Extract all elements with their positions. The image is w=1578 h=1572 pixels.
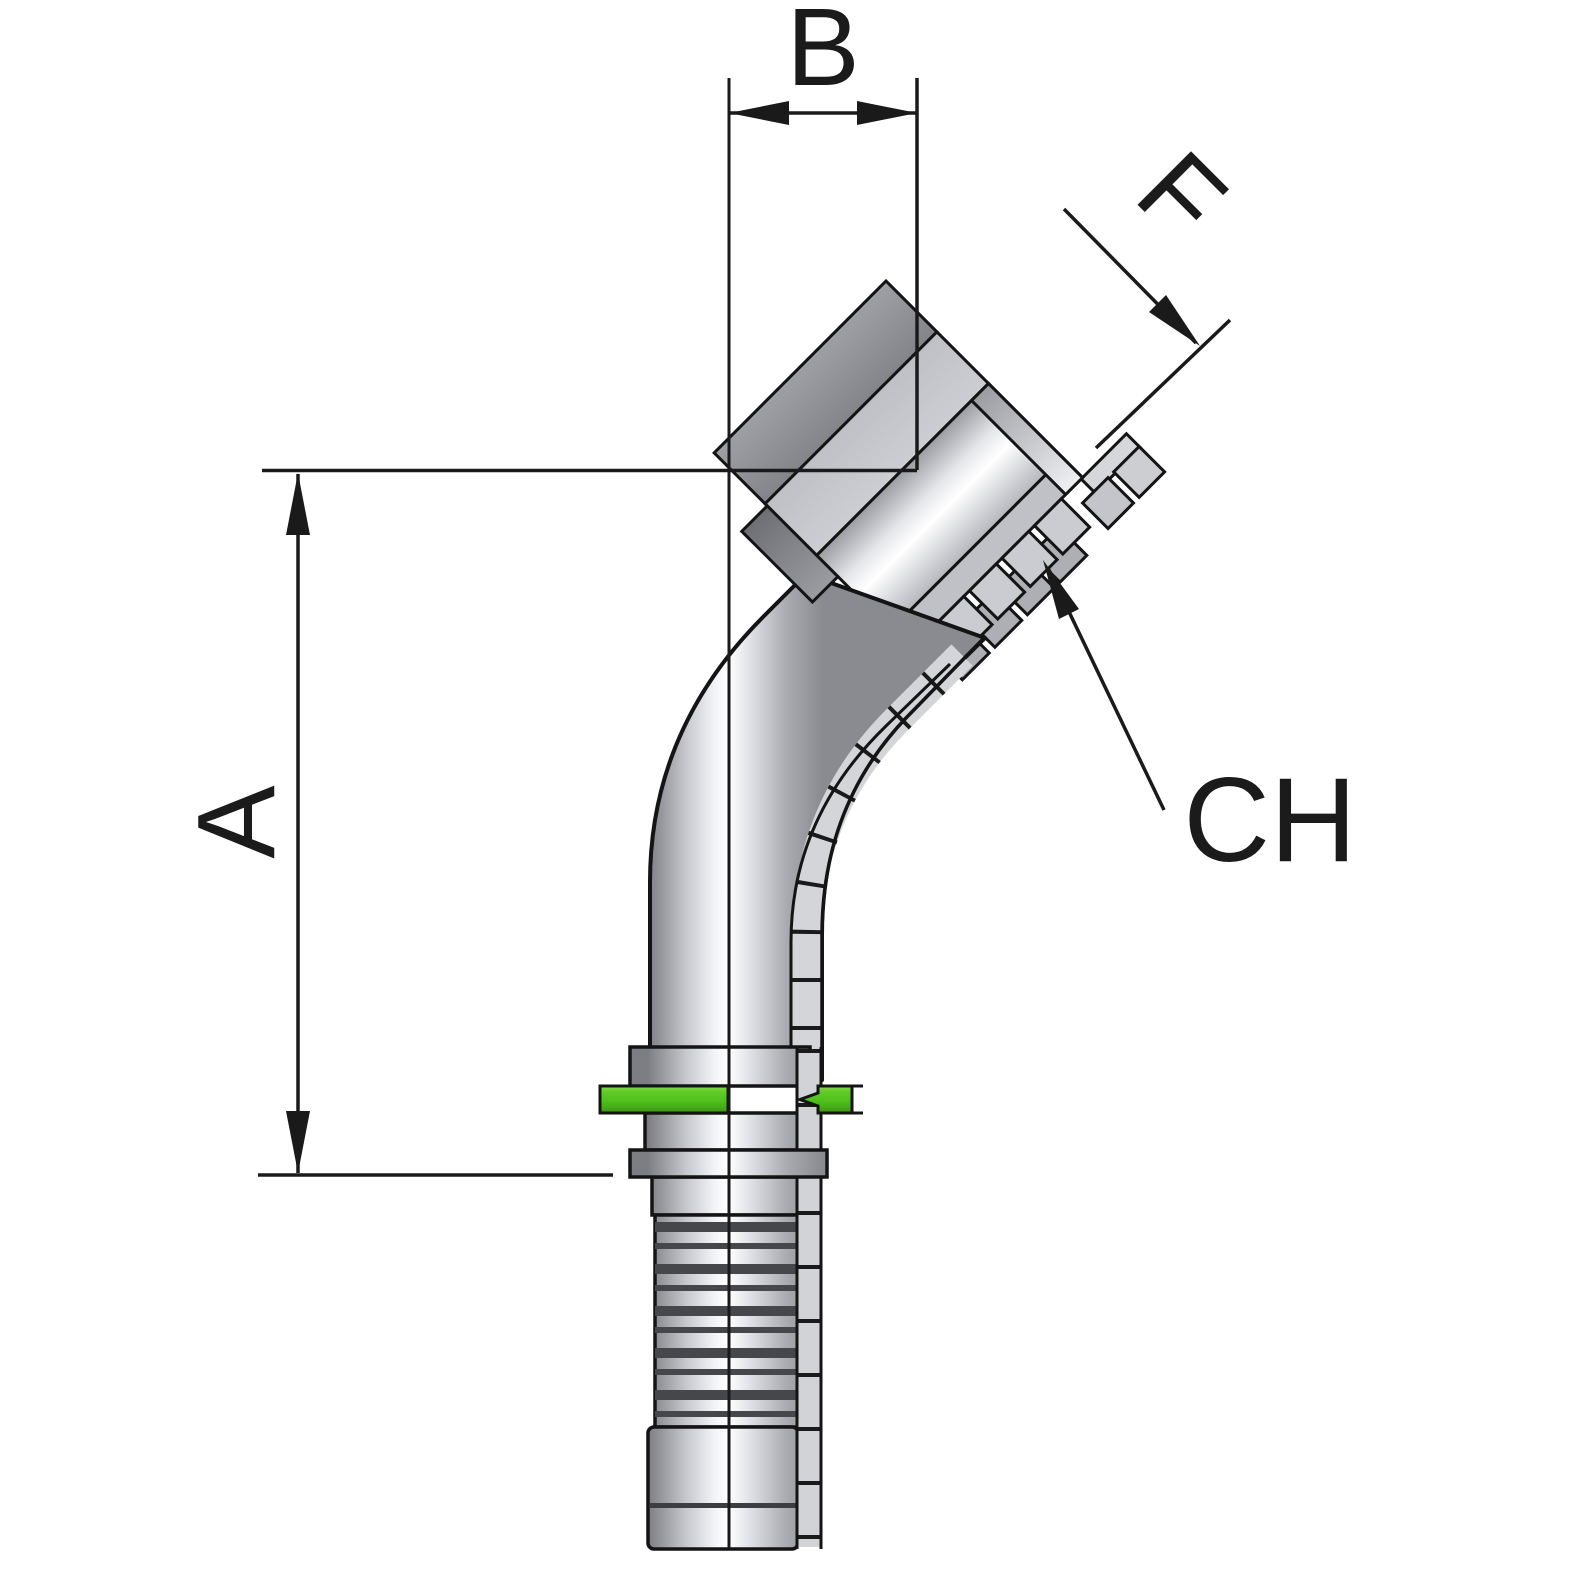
dimension-label-b: B: [786, 0, 860, 109]
dimension-label-ch: CH: [1183, 753, 1357, 887]
dim-f-tick: [1094, 318, 1232, 450]
hose-tail-stem: [628, 1045, 814, 1551]
stem-section-band: [795, 1047, 823, 1549]
nut-far-tooth: [1080, 475, 1136, 531]
nut-face-chamfer-sliver: [969, 381, 1085, 497]
bend-segment-outer-border: [820, 636, 986, 1078]
green-seal-ring: [598, 1084, 863, 1115]
green-ring-left: [598, 1084, 730, 1115]
elbow-tube: [648, 572, 987, 1082]
dimension-label-a: A: [175, 785, 298, 859]
barb-ribs: [655, 1222, 812, 1417]
nut-back-washer: [739, 503, 841, 605]
dim-a-arrow-up: [286, 473, 310, 535]
stem-step: [650, 1175, 802, 1217]
dim-a-arrow-down: [286, 1111, 310, 1173]
dim-b-arrow-left: [729, 101, 789, 125]
bend-segment-inner-border: [789, 662, 952, 1078]
collar-upper: [628, 1045, 812, 1088]
dimension-lines: [258, 78, 1232, 1177]
green-ring-hidden-edges: [852, 1084, 863, 1115]
swivel-nut: [712, 278, 1167, 682]
nut-far-tooth: [1111, 444, 1167, 500]
bend-segment-band: [792, 644, 973, 1078]
stem-tip-groove: [650, 1503, 796, 1508]
dim-b-arrow-right: [857, 101, 917, 125]
ch-leader-arrow: [1043, 560, 1079, 619]
stem-tip: [646, 1425, 800, 1551]
green-ring-right: [795, 1084, 854, 1115]
dim-f-arrow: [1149, 295, 1200, 346]
